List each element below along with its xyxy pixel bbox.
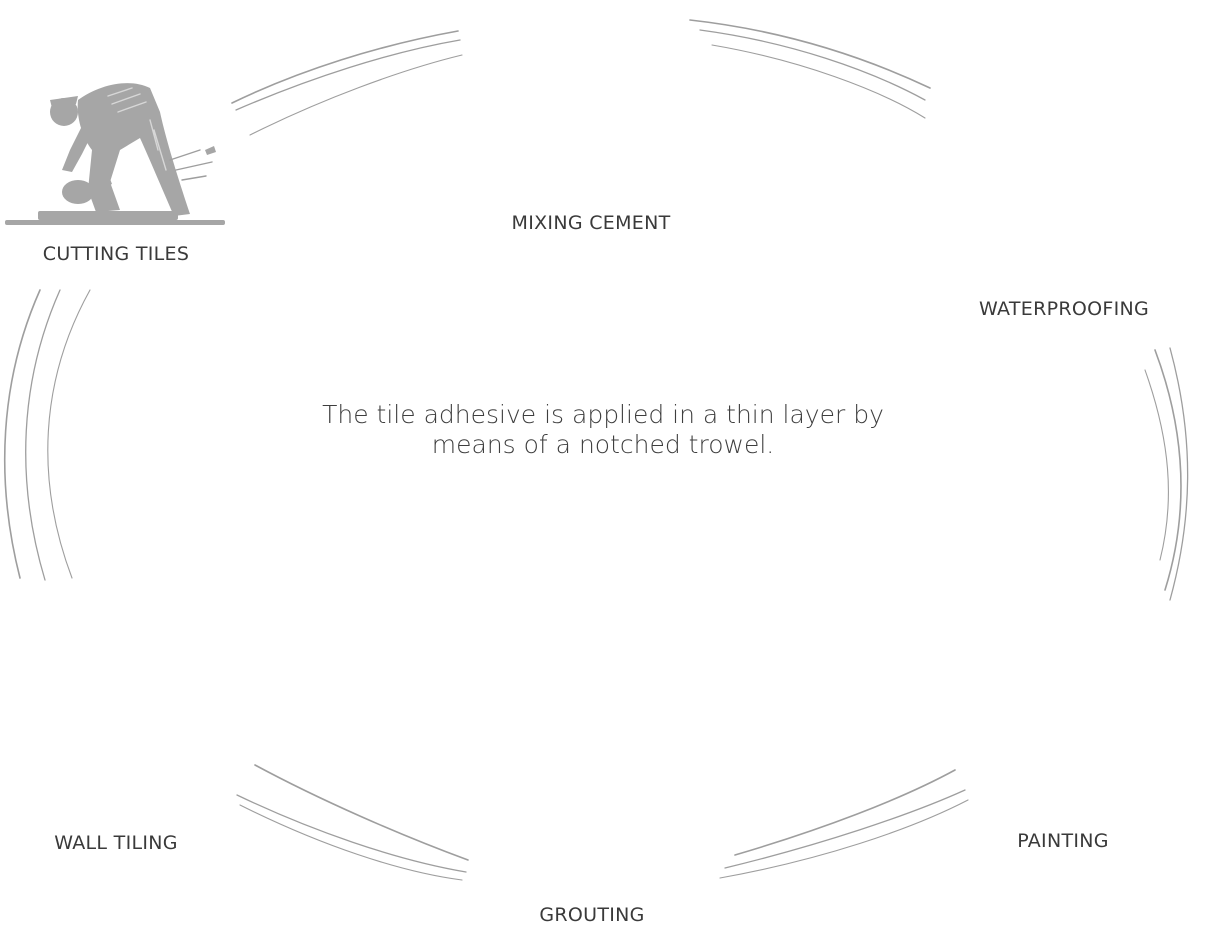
step-label-cutting-tiles: CUTTING TILES — [43, 243, 189, 265]
step-label-grouting: GROUTING — [539, 904, 644, 926]
step-label-mixing-cement: MIXING CEMENT — [512, 212, 671, 234]
description-text: The tile adhesive is applied in a thin l… — [283, 400, 923, 460]
step-label-waterproofing: WATERPROOFING — [979, 298, 1149, 320]
step-label-painting: PAINTING — [1017, 830, 1109, 852]
worker-cutting-tiles-icon — [5, 83, 225, 225]
step-label-wall-tiling: WALL TILING — [54, 832, 178, 854]
